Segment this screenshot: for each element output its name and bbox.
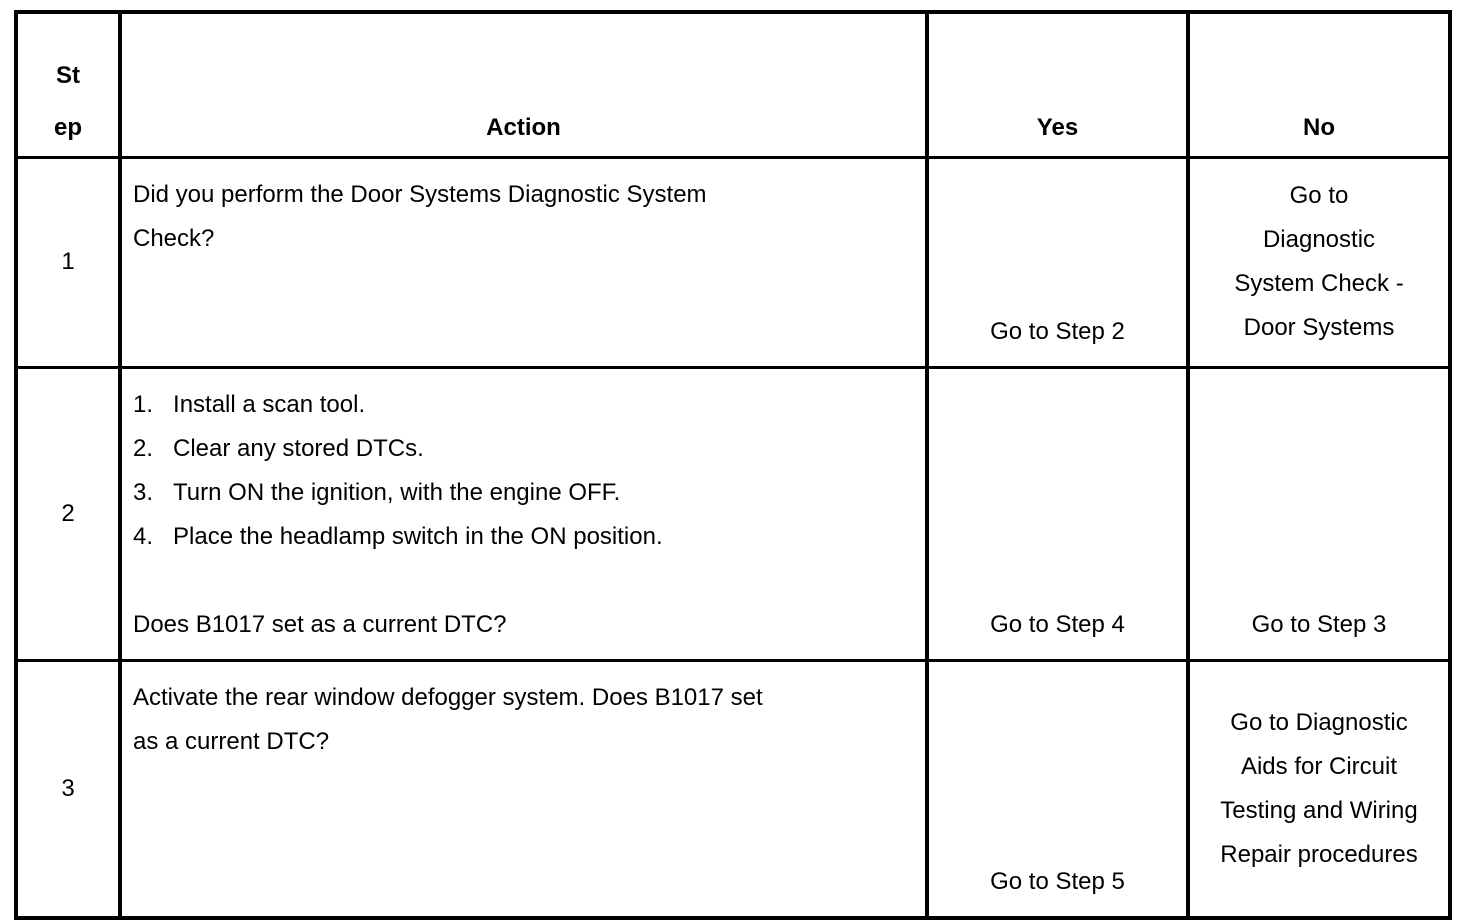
action-text: 1. Install a scan tool. 2. Clear any sto…: [118, 365, 929, 662]
no-result: Go to Diagnostic Aids for Circuit Testin…: [1186, 658, 1452, 920]
yes-result: Go to Step 5: [925, 658, 1190, 920]
step-number: 3: [14, 658, 122, 920]
header-action: Action: [118, 10, 929, 159]
step-number: 1: [14, 155, 122, 369]
header-step: St ep: [14, 10, 122, 159]
step-number: 2: [14, 365, 122, 662]
diagnostic-step-table: St ep Action Yes No 1 Did you perform th…: [14, 10, 1452, 920]
table-header-row: St ep Action Yes No: [14, 10, 1452, 159]
table-row: 2 1. Install a scan tool. 2. Clear any s…: [14, 365, 1452, 662]
table-row: 3 Activate the rear window defogger syst…: [14, 658, 1452, 920]
header-no: No: [1186, 10, 1452, 159]
yes-result: Go to Step 4: [925, 365, 1190, 662]
no-result: Go to Diagnostic System Check - Door Sys…: [1186, 155, 1452, 369]
header-yes: Yes: [925, 10, 1190, 159]
action-text: Did you perform the Door Systems Diagnos…: [118, 155, 929, 369]
yes-result: Go to Step 2: [925, 155, 1190, 369]
action-text: Activate the rear window defogger system…: [118, 658, 929, 920]
no-result: Go to Step 3: [1186, 365, 1452, 662]
table-row: 1 Did you perform the Door Systems Diagn…: [14, 155, 1452, 369]
